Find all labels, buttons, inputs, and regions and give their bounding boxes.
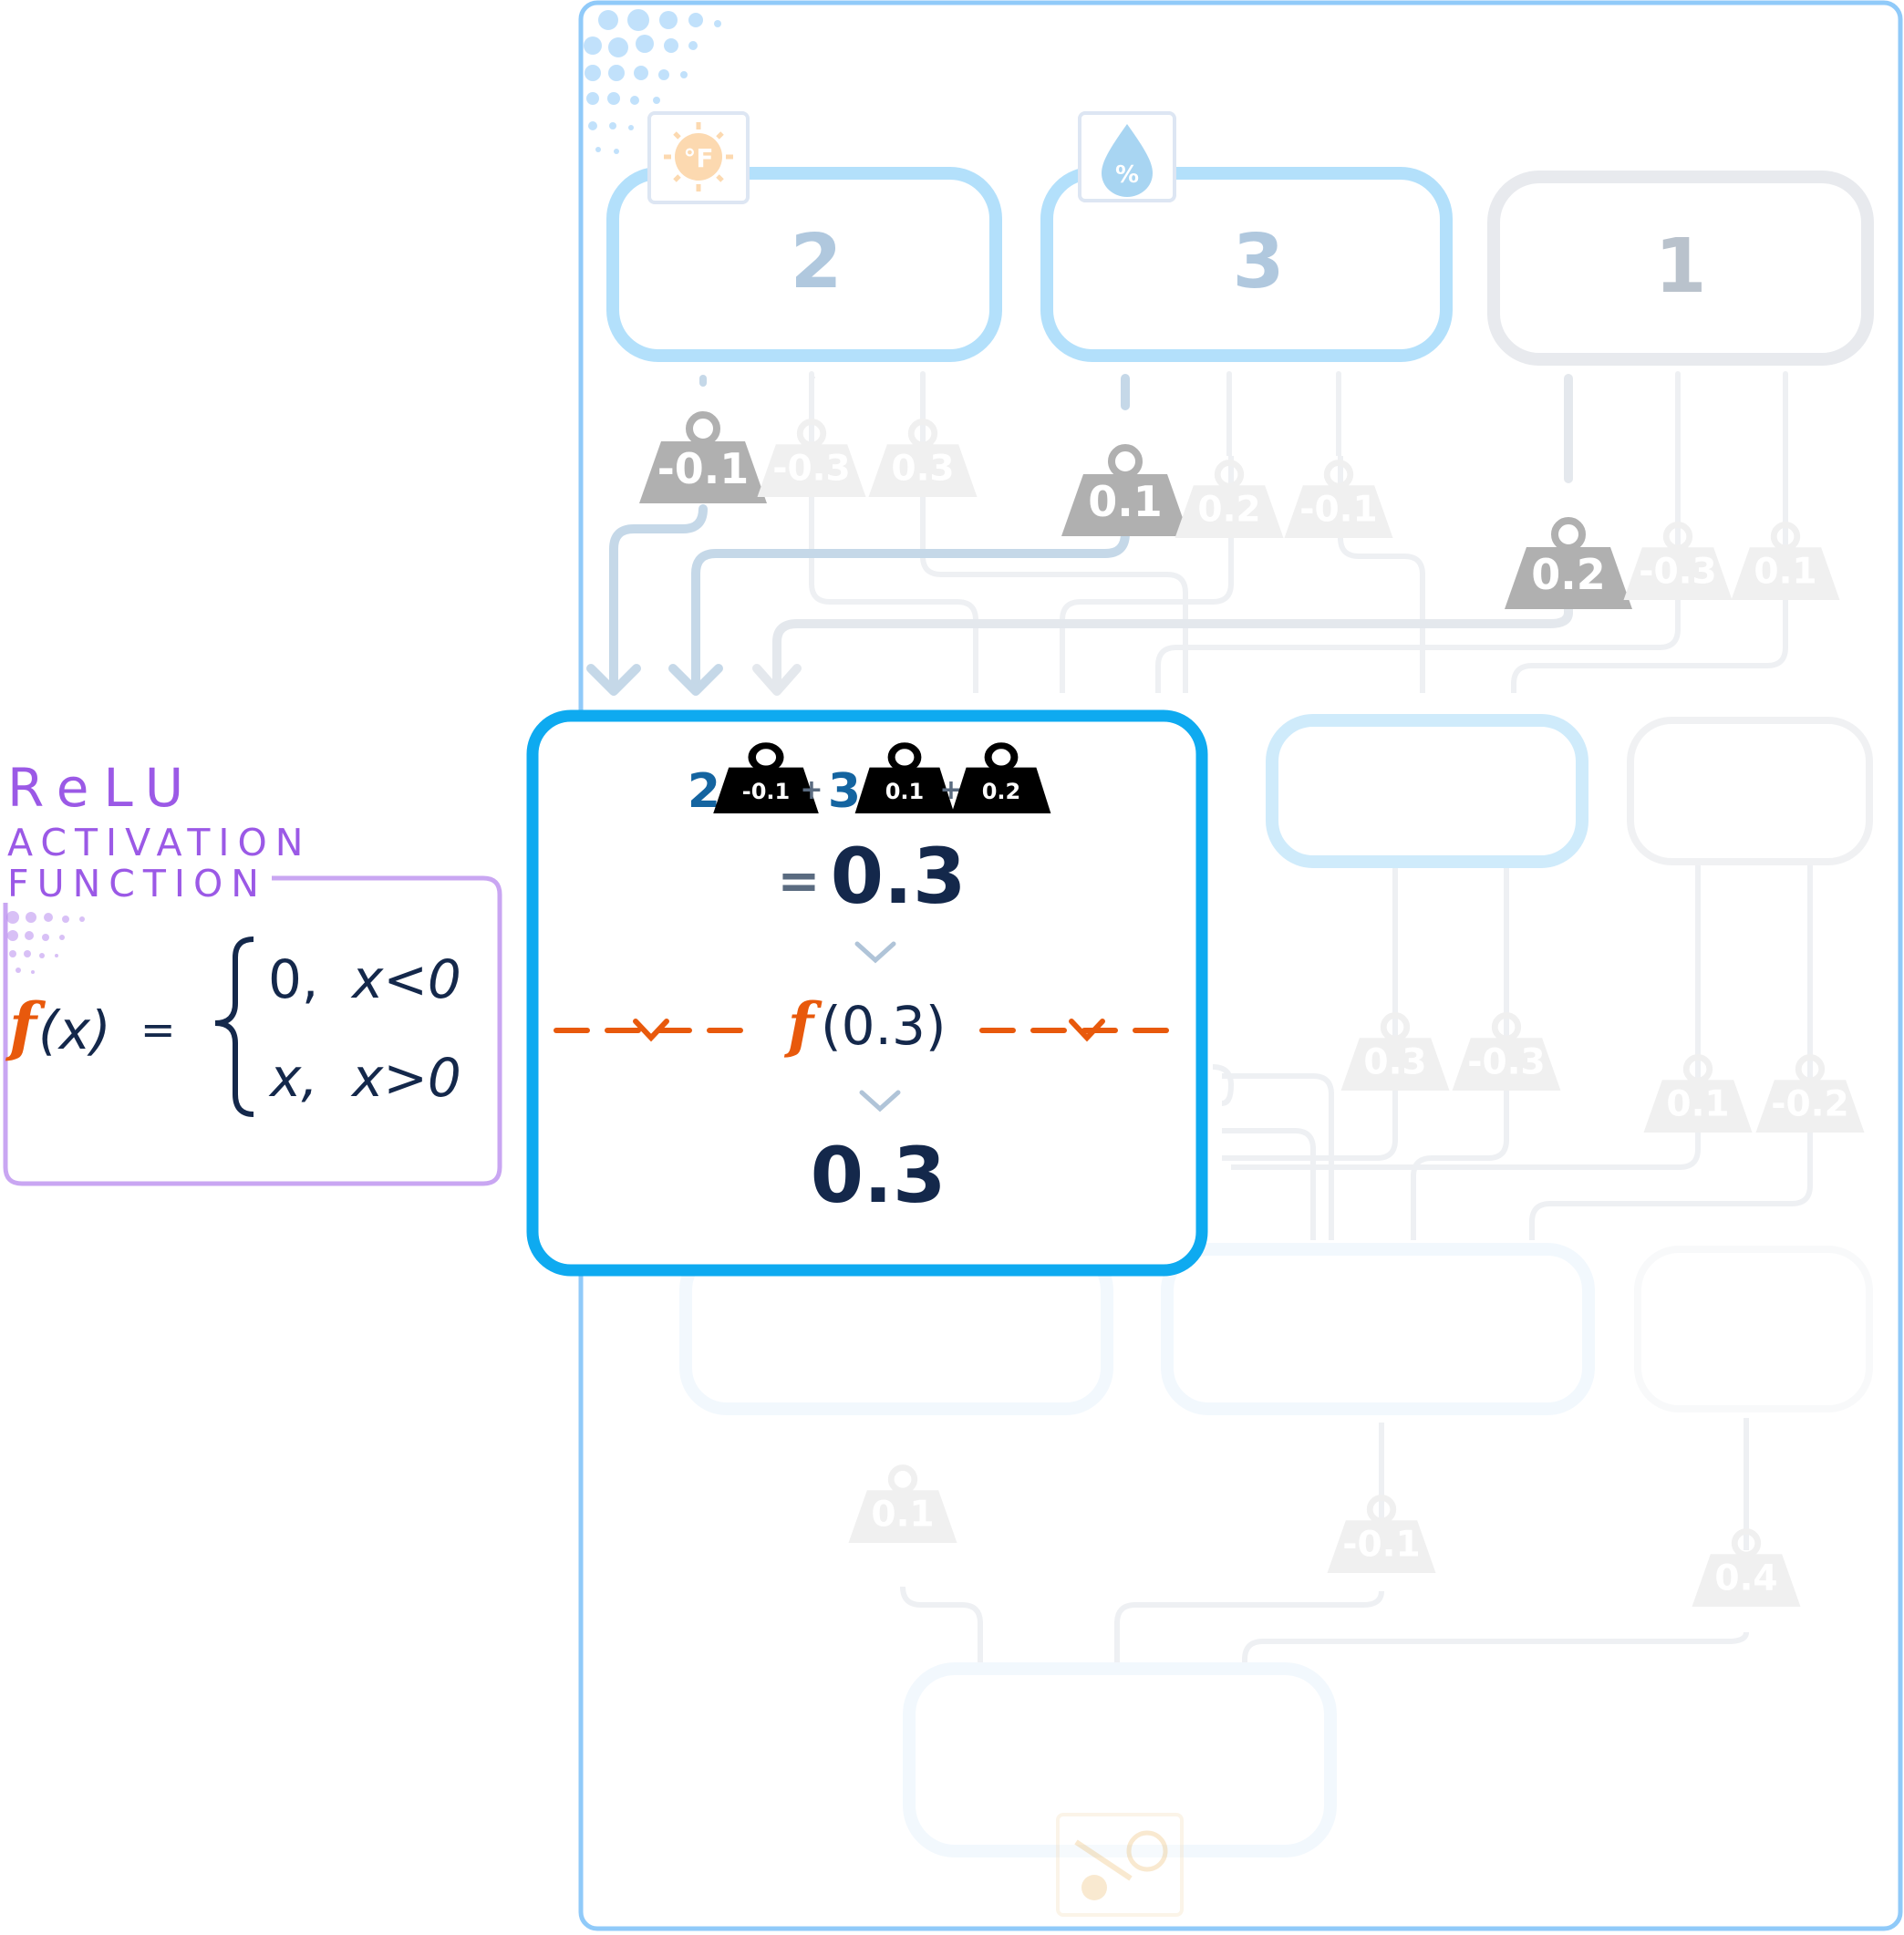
input-value-2: 3 — [1232, 219, 1284, 305]
formula-weight-b: 0.1 — [885, 779, 925, 804]
bias-connection — [752, 599, 1573, 696]
temperature-fahrenheit-icon: °F — [647, 111, 750, 204]
input-value-3: 1 — [1654, 223, 1706, 310]
hidden-node-3 — [1627, 717, 1873, 865]
relu-case1-cond: x<0 — [350, 948, 461, 1010]
weight-l2-3: 0.1 — [1666, 1083, 1729, 1124]
weight-l1-1-2: -0.3 — [772, 448, 850, 489]
weight-l2-1: 0.3 — [1363, 1041, 1426, 1082]
activation-fn-arg: (0.3) — [821, 995, 947, 1057]
humidity-percent-icon: % — [1078, 111, 1176, 202]
brace-icon — [214, 936, 254, 1117]
relu-panel: f (x) = 0, x<0 x, x>0 — [3, 875, 502, 1186]
weight-l1-1-3: 0.3 — [891, 448, 954, 489]
active-neuron: 2 · -0.1 + 3 · 0.1 + 0.2 = 0.3 f (0.3) 0… — [526, 709, 1208, 1277]
svg-text:%: % — [1115, 161, 1139, 189]
formula-plus-1: + — [800, 774, 823, 806]
relu-subtitle-2: FUNCTION — [7, 862, 267, 905]
weight-stems — [699, 371, 1788, 513]
weight-l3-2: -0.1 — [1342, 1524, 1420, 1565]
input-node-1: 2 — [606, 167, 1002, 362]
hidden2-node-3 — [1634, 1246, 1873, 1412]
weight-l1-3-2: -0.3 — [1639, 551, 1716, 592]
activation-dashes — [554, 1019, 1186, 1042]
layer1-weights: -0.1 -0.3 0.3 0.1 0.2 -0.1 0.2 -0.3 0.1 — [639, 415, 1840, 609]
relu-lhs-x: (x) — [38, 999, 111, 1061]
svg-text:°F: °F — [683, 143, 713, 173]
chevron-down-icon — [633, 1019, 669, 1042]
input-node-2: 3 — [1040, 167, 1453, 362]
activation-result: 0.3 — [811, 1131, 947, 1220]
input-node-3: 1 — [1487, 171, 1874, 366]
weight-l1-2-1: 0.1 — [1088, 477, 1163, 526]
layer2-weights: 0.3 -0.3 0.1 -0.2 — [1341, 1016, 1865, 1133]
input-value-1: 2 — [790, 219, 842, 305]
faded-connections — [809, 374, 1813, 1696]
weighted-sum: 0.3 — [831, 832, 967, 921]
formula-input-b: 3 — [828, 764, 861, 819]
layer3-weights: 0.1 -0.1 0.4 — [849, 1468, 1801, 1607]
relu-case2-value: x, — [268, 1047, 318, 1109]
weight-l3-3: 0.4 — [1714, 1557, 1777, 1599]
relu-equals: = — [140, 1005, 176, 1054]
hidden-node-2 — [1266, 714, 1588, 868]
decorative-dots — [584, 9, 721, 154]
chevron-down-icon — [1069, 1019, 1105, 1042]
weight-l2-2: -0.3 — [1467, 1041, 1545, 1082]
active-connections — [586, 504, 1130, 696]
hidden2-node-2 — [1161, 1243, 1595, 1415]
weight-l1-1-1: -0.1 — [657, 444, 750, 493]
weight-l1-3-1: 0.2 — [1531, 550, 1606, 599]
chevron-down-icon — [859, 1090, 901, 1112]
relu-title: ReLU — [7, 757, 199, 819]
relu-subtitle-1: ACTIVATION — [7, 821, 312, 864]
output-icon — [1056, 1813, 1184, 1917]
weight-l1-2-2: 0.2 — [1197, 489, 1260, 530]
sum-equals: = — [778, 852, 821, 911]
weight-l3-1: 0.1 — [871, 1494, 934, 1535]
chevron-down-icon — [854, 941, 896, 964]
formula-bias: 0.2 — [982, 779, 1021, 804]
relu-case1-value: 0, — [268, 948, 318, 1010]
weight-l2-4: -0.2 — [1771, 1083, 1848, 1124]
relu-decorative-dots — [6, 911, 85, 974]
formula-weight-a: -0.1 — [742, 779, 790, 804]
weight-l1-3-3: 0.1 — [1754, 551, 1816, 592]
relu-case2-cond: x>0 — [350, 1047, 461, 1109]
output-node — [903, 1662, 1337, 1857]
weight-l1-2-3: -0.1 — [1299, 489, 1377, 530]
